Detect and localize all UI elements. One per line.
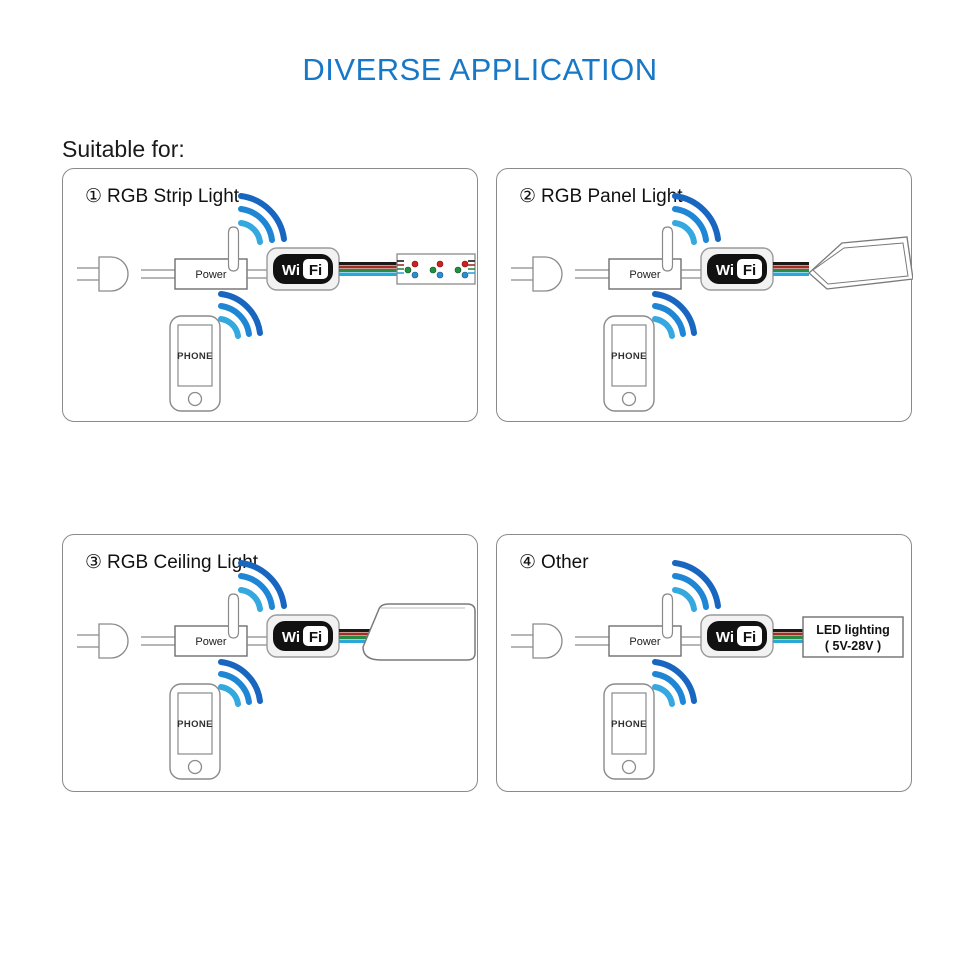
led-lighting-label-line1: LED lighting xyxy=(816,623,890,637)
flat-panel-light xyxy=(808,236,913,290)
power-box-label: Power xyxy=(195,636,227,648)
controller-label-wi: Wi xyxy=(716,262,734,279)
page-title: DIVERSE APPLICATION xyxy=(302,52,658,87)
controller-label-fi: Fi xyxy=(309,262,322,279)
power-supply-box: Power xyxy=(174,625,248,657)
led-cluster xyxy=(404,260,419,279)
phone-device: PHONE xyxy=(603,315,655,412)
phone-screen-label: PHONE xyxy=(177,351,213,362)
wifi-signal-icon-phone xyxy=(652,291,697,339)
power-supply-box: Power xyxy=(608,625,682,657)
wifi-signal-icon-controller xyxy=(672,560,721,612)
controller-label-fi: Fi xyxy=(743,629,756,646)
panel-title-text: RGB Panel Light xyxy=(541,186,683,207)
circled-number-3-icon: ③ xyxy=(85,552,103,573)
controller-label-wi: Wi xyxy=(282,629,300,646)
wifi-signal-icon-controller xyxy=(238,193,287,245)
controller-label-fi: Fi xyxy=(309,629,322,646)
power-plug-icon xyxy=(511,256,563,292)
led-strip-terminals-left xyxy=(397,260,404,274)
rgb-ribbon-wire xyxy=(339,629,379,643)
wifi-controller: Wi Fi xyxy=(700,247,774,291)
power-box-label: Power xyxy=(629,269,661,281)
circled-number-4-icon: ④ xyxy=(519,552,537,573)
phone-screen-label: PHONE xyxy=(611,719,647,730)
antenna-icon xyxy=(661,593,674,639)
panel-title-text: RGB Ceiling Light xyxy=(107,552,259,573)
controller-input-cable xyxy=(681,269,701,279)
mains-cable xyxy=(575,269,609,279)
power-plug-icon xyxy=(511,623,563,659)
led-cluster xyxy=(429,260,444,279)
mains-cable xyxy=(575,636,609,646)
panel-title-text: RGB Strip Light xyxy=(107,186,240,207)
led-cluster xyxy=(454,260,469,279)
rgb-ribbon-wire xyxy=(339,262,397,276)
ceiling-dome-light xyxy=(362,603,476,661)
circled-number-2-icon: ② xyxy=(519,186,537,207)
led-lighting-box: LED lighting ( 5V-28V ) xyxy=(802,616,904,658)
antenna-icon xyxy=(227,226,240,272)
antenna-icon xyxy=(227,593,240,639)
power-plug-icon xyxy=(77,256,129,292)
led-strip-terminals-right xyxy=(468,260,475,274)
controller-label-wi: Wi xyxy=(716,629,734,646)
phone-device: PHONE xyxy=(169,683,221,780)
controller-label-wi: Wi xyxy=(282,262,300,279)
wifi-signal-icon-phone xyxy=(218,291,263,339)
mains-cable xyxy=(141,636,175,646)
wifi-controller: Wi Fi xyxy=(266,247,340,291)
power-box-label: Power xyxy=(195,269,227,281)
led-lighting-label-line2: ( 5V-28V ) xyxy=(825,639,881,653)
wifi-signal-icon-phone xyxy=(652,659,697,707)
controller-input-cable xyxy=(247,636,267,646)
controller-input-cable xyxy=(681,636,701,646)
panel-title-text: Other xyxy=(541,552,589,573)
phone-device: PHONE xyxy=(169,315,221,412)
rgb-ribbon-wire xyxy=(773,262,809,276)
phone-screen-label: PHONE xyxy=(611,351,647,362)
mains-cable xyxy=(141,269,175,279)
power-box-label: Power xyxy=(629,636,661,648)
power-supply-box: Power xyxy=(174,258,248,290)
antenna-icon xyxy=(661,226,674,272)
circled-number-1-icon: ① xyxy=(85,186,103,207)
suitable-for-label: Suitable for: xyxy=(62,136,185,162)
led-strip xyxy=(396,253,476,285)
phone-device: PHONE xyxy=(603,683,655,780)
wifi-controller: Wi Fi xyxy=(266,614,340,658)
wifi-signal-icon-phone xyxy=(218,659,263,707)
phone-screen-label: PHONE xyxy=(177,719,213,730)
power-supply-box: Power xyxy=(608,258,682,290)
wifi-controller: Wi Fi xyxy=(700,614,774,658)
power-plug-icon xyxy=(77,623,129,659)
controller-input-cable xyxy=(247,269,267,279)
controller-label-fi: Fi xyxy=(743,262,756,279)
rgb-ribbon-wire xyxy=(773,629,803,643)
